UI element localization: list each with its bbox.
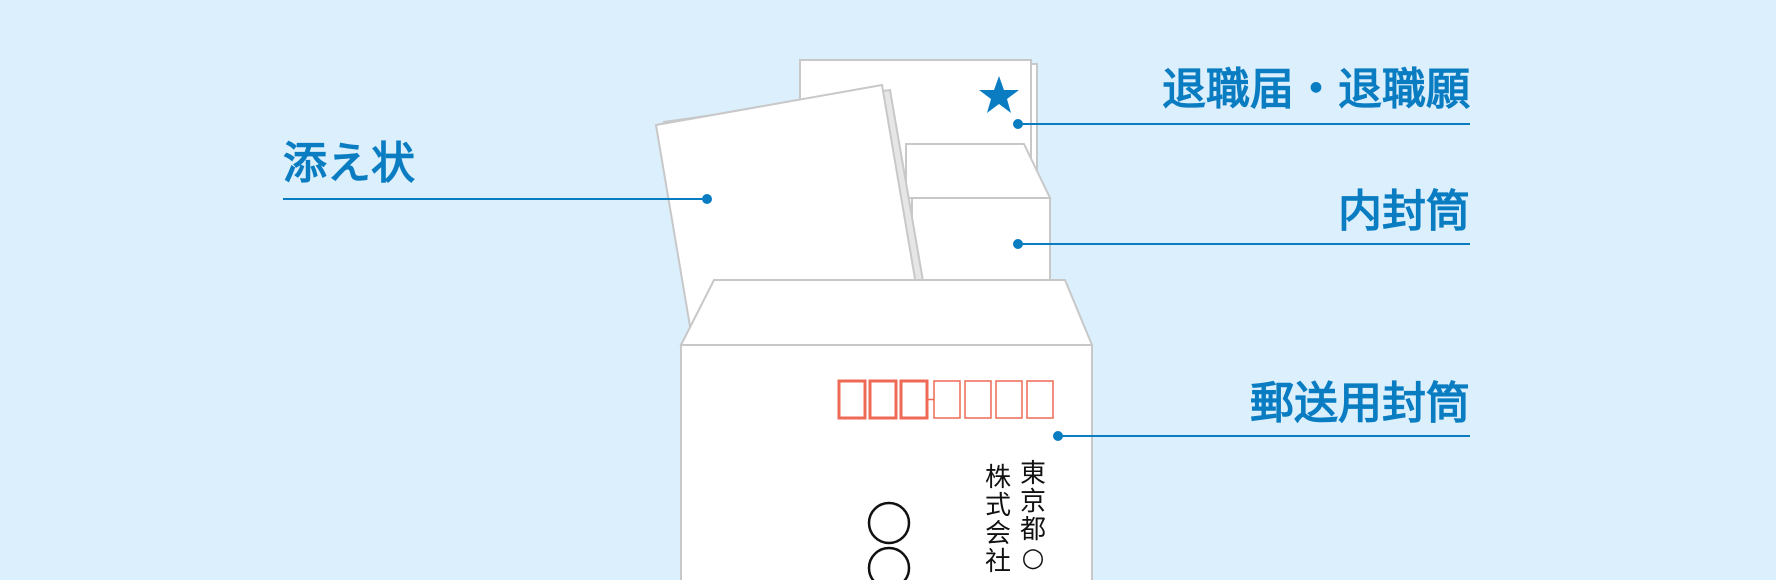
- postal-code-box: [868, 379, 898, 420]
- address-char: 都: [1020, 515, 1046, 545]
- star-icon: [979, 76, 1019, 113]
- address-char: 社: [985, 547, 1011, 577]
- address-column-1: 東 京 都 ○: [1020, 459, 1046, 573]
- label-inner-envelope: 内封筒: [1338, 186, 1470, 237]
- address-char: 株: [985, 463, 1011, 493]
- mailing-envelope-leader-dot: [1053, 431, 1063, 441]
- address-char: 会: [985, 519, 1011, 549]
- resignation-leader-dot: [1013, 119, 1023, 129]
- address-char: 京: [1020, 487, 1046, 517]
- postal-code-box: [964, 380, 992, 419]
- label-cover-letter: 添え状: [283, 138, 416, 189]
- recipient-placeholder-circle: [867, 546, 911, 580]
- address-char: 式: [985, 491, 1011, 521]
- address-char: 東: [1020, 459, 1046, 489]
- cover-letter-leader-dot: [702, 194, 712, 204]
- mailing-envelope: [680, 344, 1093, 580]
- address-column-2: 株 式 会 社: [985, 463, 1011, 577]
- label-resignation: 退職届・退職願: [1162, 64, 1470, 115]
- recipient-placeholder-circle: [867, 501, 911, 545]
- recipient-name: [867, 501, 911, 580]
- postal-code-boxes: [837, 379, 1054, 420]
- inner-envelope-leader-dot: [1013, 239, 1023, 249]
- postal-code-box: [995, 380, 1023, 419]
- inner-envelope-flap: [905, 143, 1052, 199]
- postal-code-box: [933, 380, 961, 419]
- mailing-envelope-flap: [679, 279, 1094, 346]
- postal-code-box: [837, 379, 867, 420]
- label-mailing-envelope: 郵送用封筒: [1250, 378, 1470, 429]
- postal-code-box: [1026, 380, 1054, 419]
- address-char: ○: [1022, 543, 1045, 573]
